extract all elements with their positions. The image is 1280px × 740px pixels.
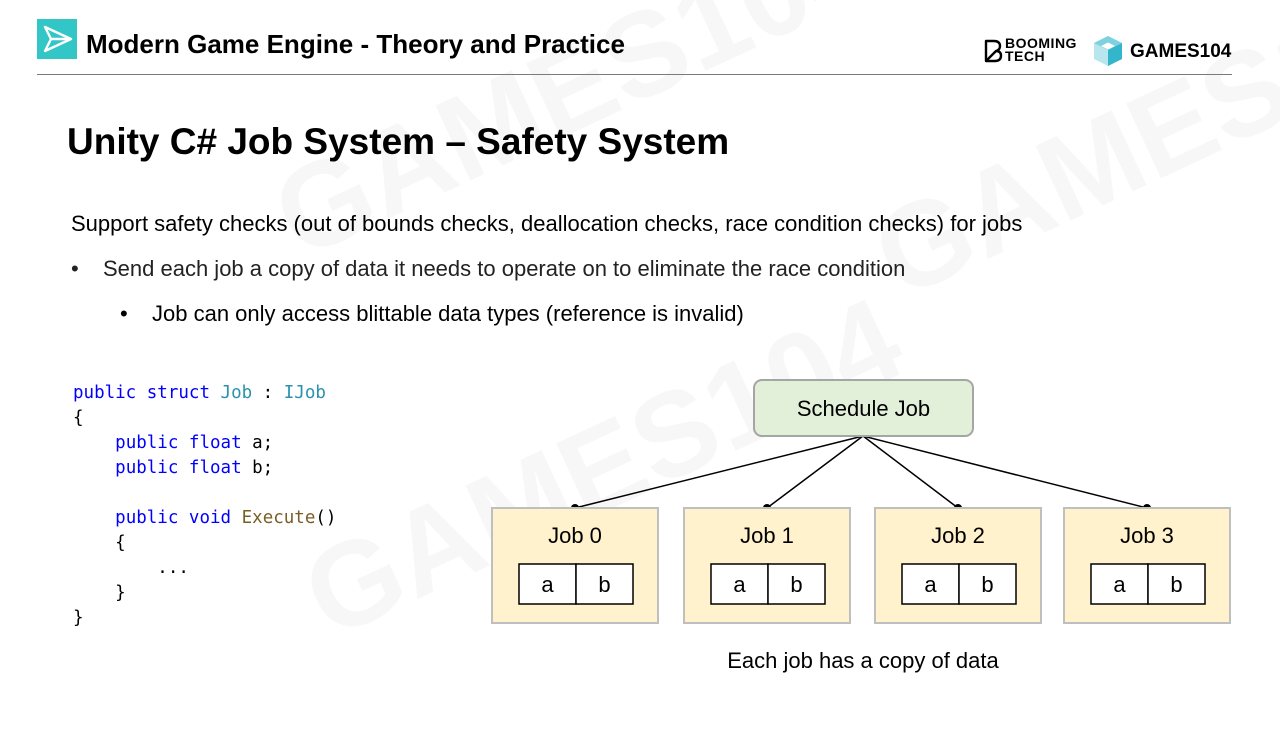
- code-token: (): [315, 508, 337, 528]
- code-token: b;: [241, 458, 274, 478]
- code-line: [73, 481, 336, 506]
- code-token: [178, 458, 189, 478]
- code-token: float: [188, 433, 242, 453]
- job-label: Job 2: [931, 523, 985, 548]
- field-cell: [767, 563, 826, 605]
- code-token: :: [252, 383, 284, 403]
- field-cell: [1147, 563, 1206, 605]
- schedule-job-label: Schedule Job: [797, 396, 930, 421]
- code-token: public: [73, 383, 137, 403]
- code-line: public struct Job : IJob: [73, 381, 336, 406]
- code-line: }: [73, 606, 336, 631]
- booming-b-icon: [984, 39, 1003, 63]
- code-token: [73, 433, 115, 453]
- code-line: ...: [73, 556, 336, 581]
- code-token: [73, 508, 115, 528]
- code-token: [136, 383, 147, 403]
- code-token: [73, 458, 115, 478]
- slide-header: Modern Game Engine - Theory and Practice…: [0, 0, 1280, 76]
- code-token: {: [73, 408, 84, 428]
- code-block: public struct Job : IJob{ public float a…: [73, 381, 336, 631]
- code-token: ...: [73, 558, 189, 578]
- paper-plane-icon: [37, 19, 77, 59]
- games104-text: GAMES104: [1130, 41, 1232, 62]
- booming-line2: TECH: [1005, 48, 1046, 64]
- diagram-connectors: [571, 435, 1151, 512]
- connector-line: [862, 435, 959, 509]
- job-node: Job 2 a b: [874, 507, 1042, 624]
- bullet-level1-text: Send each job a copy of data it needs to…: [103, 256, 906, 281]
- job-label: Job 0: [548, 523, 602, 548]
- job-label: Job 3: [1120, 523, 1174, 548]
- diagram-caption: Each job has a copy of data: [727, 648, 999, 673]
- code-token: Job: [220, 383, 253, 403]
- code-line: public void Execute(): [73, 506, 336, 531]
- field-label: b: [598, 572, 610, 597]
- code-token: [210, 383, 221, 403]
- code-token: public: [115, 458, 179, 478]
- code-token: void: [188, 508, 232, 528]
- code-token: IJob: [283, 383, 326, 403]
- field-label: a: [924, 572, 937, 597]
- code-token: {: [73, 533, 126, 553]
- connector-line: [766, 435, 864, 509]
- bullet-marker: •: [71, 256, 79, 281]
- job-label: Job 1: [740, 523, 794, 548]
- job-nodes: Job 0 a b Job 1 a b Job 2 a b Job 3 a b: [491, 507, 1231, 624]
- header-divider: [37, 74, 1232, 75]
- code-line: public float a;: [73, 431, 336, 456]
- job-node: Job 1 a b: [683, 507, 851, 624]
- field-cell: [575, 563, 634, 605]
- code-token: }: [73, 608, 84, 628]
- field-label: b: [981, 572, 993, 597]
- connector-line: [574, 435, 864, 509]
- code-line: {: [73, 406, 336, 431]
- booming-tech-logo: BOOMING TECH: [983, 35, 1083, 67]
- field-cell: [1090, 563, 1149, 605]
- booming-line1: BOOMING: [1005, 35, 1077, 51]
- field-label: b: [1170, 572, 1182, 597]
- bullet-level2-text: Job can only access blittable data types…: [152, 301, 744, 326]
- field-cell: [518, 563, 577, 605]
- bullet-marker: •: [120, 301, 128, 326]
- code-line: }: [73, 581, 336, 606]
- code-token: [231, 508, 242, 528]
- field-label: b: [790, 572, 802, 597]
- code-token: a;: [241, 433, 274, 453]
- slide-title: Unity C# Job System – Safety System: [67, 121, 730, 162]
- job-node: Job 0 a b: [491, 507, 659, 624]
- booming-tech-text: BOOMING TECH: [1005, 35, 1077, 64]
- job-node: Job 3 a b: [1063, 507, 1231, 624]
- schedule-job-box: [753, 379, 974, 437]
- field-cell: [958, 563, 1017, 605]
- code-token: Execute: [241, 508, 316, 528]
- schedule-job-node: Schedule Job: [753, 379, 974, 437]
- field-label: a: [1113, 572, 1126, 597]
- games104-logo: GAMES104: [1092, 34, 1234, 68]
- connector-line: [862, 435, 1148, 509]
- code-token: }: [73, 583, 126, 603]
- code-line: {: [73, 531, 336, 556]
- code-line: public float b;: [73, 456, 336, 481]
- field-label: a: [733, 572, 746, 597]
- code-token: public: [115, 508, 179, 528]
- code-token: public: [115, 433, 179, 453]
- code-token: [178, 433, 189, 453]
- bullet-main: Support safety checks (out of bounds che…: [71, 211, 1023, 236]
- code-token: struct: [146, 383, 210, 403]
- header-title: Modern Game Engine - Theory and Practice: [86, 29, 625, 59]
- cube-icon: [1094, 36, 1122, 66]
- field-label: a: [541, 572, 554, 597]
- code-token: float: [188, 458, 242, 478]
- code-token: [178, 508, 189, 528]
